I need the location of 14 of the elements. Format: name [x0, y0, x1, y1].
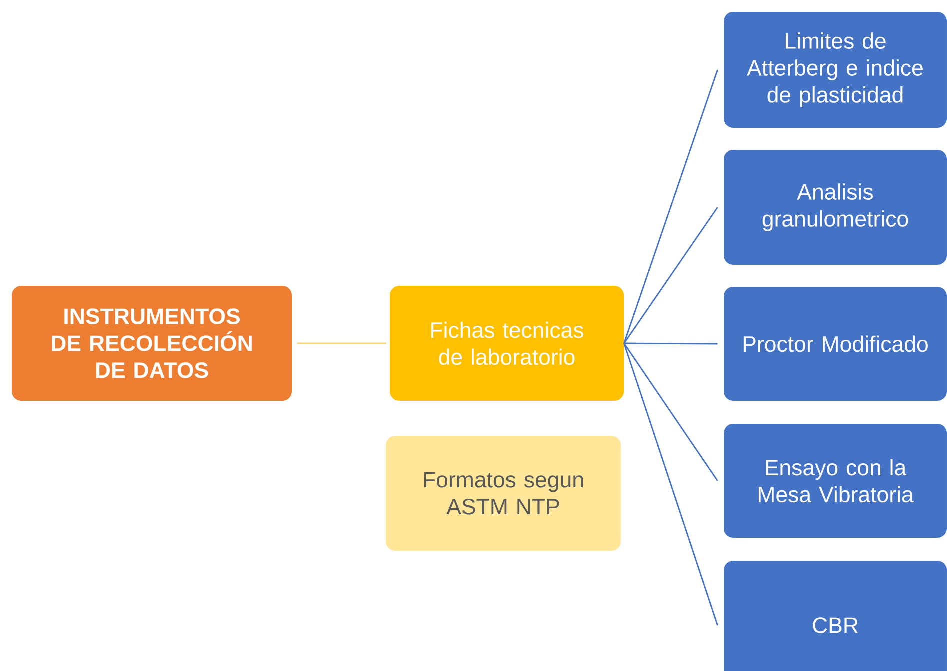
test-box: Proctor Modificado [724, 286, 947, 401]
connector-line [624, 342, 718, 345]
category-box: INSTRUMENTOS DE RECOLECCIÓN DE DATOS [12, 286, 292, 401]
test-box: Ensayo con la Mesa Vibratoria [724, 424, 947, 538]
process-box: Fichas tecnicas de laboratorio [390, 286, 624, 401]
test-box: Limites de Atterberg e indice de plasticidad [724, 12, 947, 128]
connector-line [297, 342, 386, 344]
connector-line [624, 70, 718, 344]
connector-line [624, 343, 718, 482]
note-box: Formatos segun ASTM NTP [386, 436, 621, 551]
connector-line [624, 343, 718, 626]
test-box: CBR [724, 560, 947, 671]
test-box: Analisis granulometrico [724, 150, 947, 265]
connector-line [624, 207, 718, 344]
